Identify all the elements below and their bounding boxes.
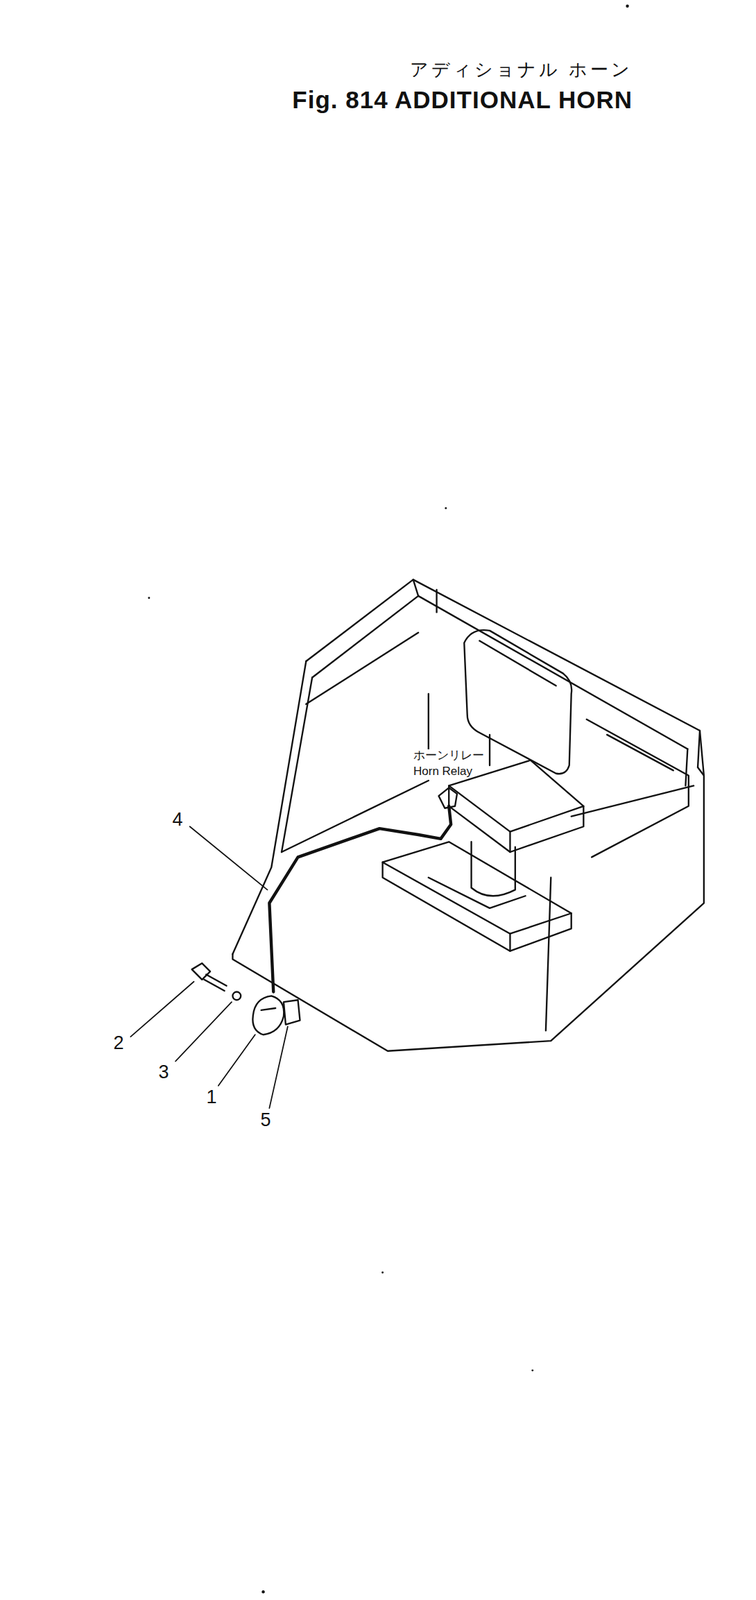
part-label: ホーンリレー [411,749,486,761]
figure-title: Fig. 814 ADDITIONAL HORN [291,87,633,112]
japanese-title: アディショナル ホーン [409,60,633,79]
callout-number: 1 [205,1087,217,1107]
callout-number: 3 [158,1062,169,1082]
part-label: Horn Relay [411,765,474,777]
callout-number: 4 [172,810,183,829]
callout-number: 5 [260,1110,271,1130]
callout-number: 2 [113,1033,124,1053]
